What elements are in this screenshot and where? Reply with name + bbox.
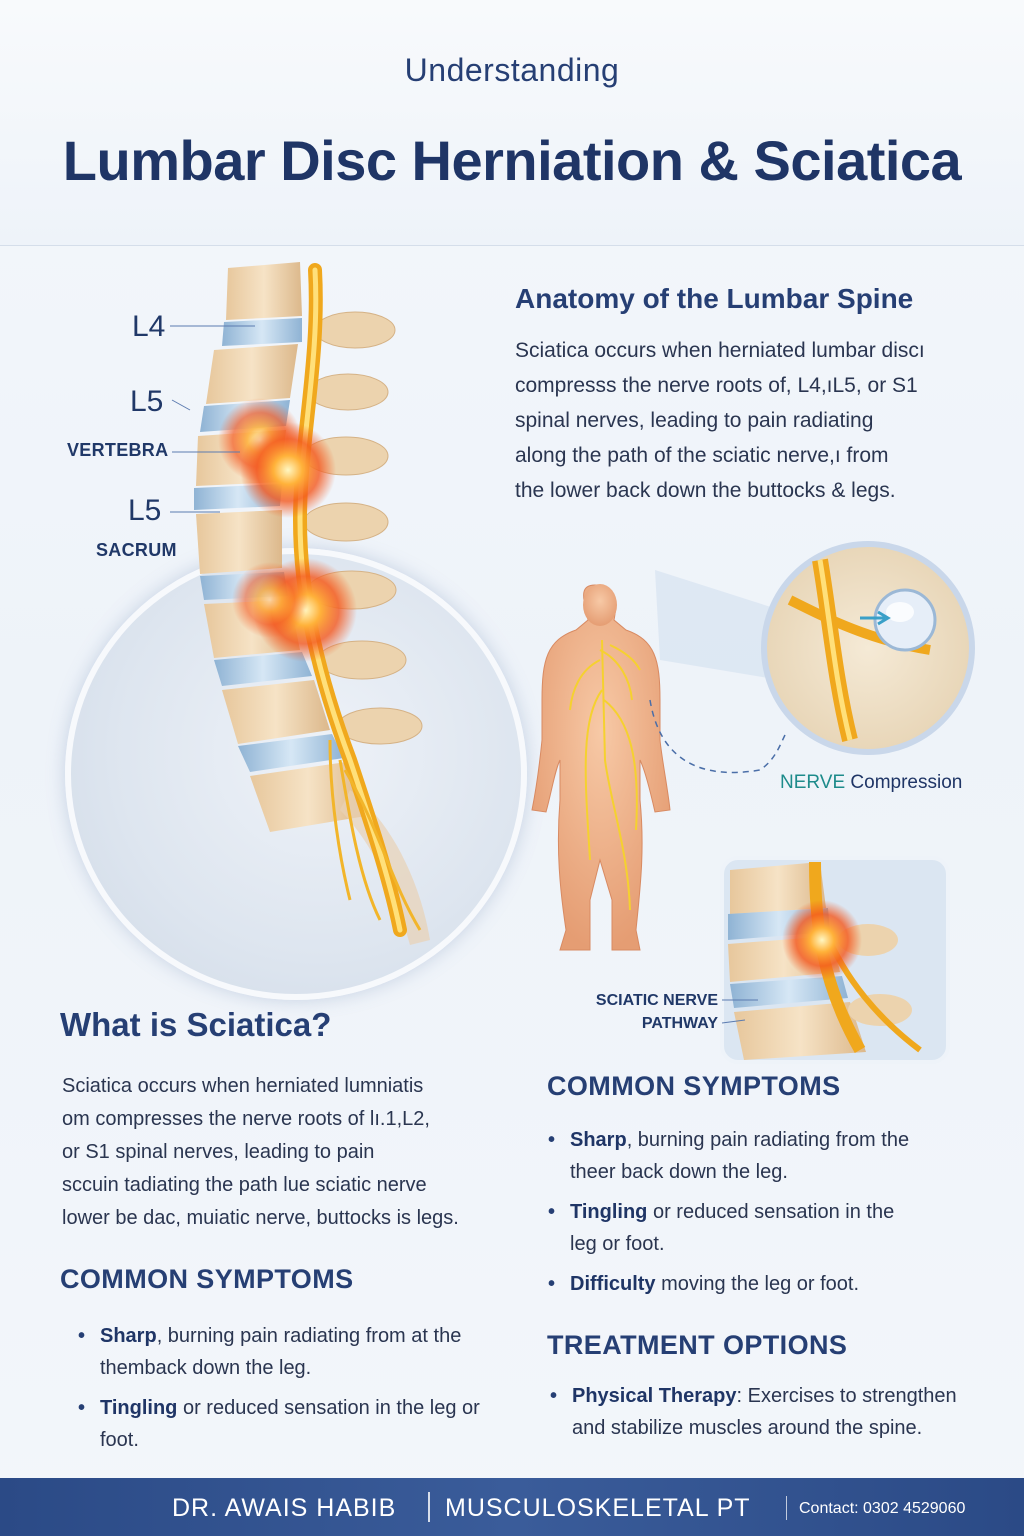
what-is-heading: What is Sciatica? (60, 1006, 332, 1043)
zoom-cone (655, 570, 780, 680)
label-l5-bottom: L5 (128, 494, 162, 527)
footer-divider (428, 1492, 430, 1522)
treatment-heading: TREATMENT OPTIONS (547, 1330, 848, 1360)
symptoms-left-list: Sharp, burning pain radiating from at th… (78, 1320, 508, 1464)
symptoms-left-heading: COMMON SYMPTOMS (60, 1264, 354, 1294)
footer-role: MUSCULOSKELETAL PT (445, 1494, 751, 1522)
symptoms-right-list: Sharp, burning pain radiating from theth… (548, 1124, 968, 1308)
anatomy-heading: Anatomy of the Lumbar Spine (515, 283, 914, 314)
anatomy-line: spinal nerves, leading to pain radiating (515, 409, 874, 432)
list-item: Tingling or reduced sensation in theleg … (548, 1196, 968, 1260)
what-is-paragraph: Sciatica occurs when herniated lumniatis… (62, 1070, 459, 1235)
what-is-line: lower be dac, muiatic nerve, buttocks is… (62, 1207, 459, 1229)
label-vertebra: VERTEBRA (67, 440, 169, 460)
anatomy-paragraph: Sciatica occurs when herniated lumbar di… (515, 333, 925, 508)
title-kicker: Understanding (404, 52, 620, 88)
footer-bar: DR. AWAIS HABIB MUSCULOSKELETAL PT Conta… (0, 1478, 1024, 1536)
lumbar-spine-illustration (194, 262, 430, 945)
list-item: Sharp, burning pain radiating from at th… (78, 1320, 508, 1384)
sciatic-pathway-label-1: SCIATIC NERVE (595, 992, 718, 1009)
list-item: Tingling or reduced sensation in the leg… (78, 1392, 508, 1456)
footer-divider (786, 1496, 787, 1520)
anatomy-line: the lower back down the buttocks & legs. (515, 479, 896, 502)
what-is-line: or S1 spinal nerves, leading to pain (62, 1141, 375, 1163)
zoom-dashed-arrow (649, 699, 786, 774)
human-figure-back-view (531, 584, 671, 951)
nerve-roots (328, 739, 422, 931)
page-title: Lumbar Disc Herniation & Sciatica (62, 129, 962, 192)
spine-leader-lines (170, 325, 255, 513)
nerve-compression-label: NERVE Compression (780, 772, 963, 793)
label-l5-top: L5 (130, 385, 164, 418)
what-is-line: sccuin tadiating the path lue sciatic ne… (62, 1174, 427, 1196)
anatomy-line: along the path of the sciatic nerve,ı fr… (515, 444, 889, 467)
sciatic-pathway-inset (720, 856, 950, 1064)
label-l4: L4 (132, 310, 166, 343)
what-is-line: Sciatica occurs when herniated lumniatis (62, 1075, 424, 1097)
header-banner: Understanding Lumbar Disc Herniation & S… (0, 0, 1024, 246)
list-item: Difficulty moving the leg or foot. (548, 1268, 968, 1300)
anatomy-line: compresss the nerve roots of, L4,ıL5, or… (515, 374, 918, 397)
list-item: Physical Therapy: Exercises to strengthe… (550, 1380, 970, 1444)
footer-contact: Contact: 0302 4529060 (799, 1500, 966, 1517)
what-is-line: om compresses the nerve roots of lı.1,L2… (62, 1108, 430, 1130)
pathway-leader-2 (721, 1019, 746, 1024)
sciatic-pathway-label-2: PATHWAY (641, 1015, 718, 1032)
list-item: Sharp, burning pain radiating from theth… (548, 1124, 968, 1188)
nerve-compression-zoom (761, 541, 975, 755)
anatomy-line: Sciatica occurs when herniated lumbar di… (515, 339, 925, 362)
symptoms-right-heading: COMMON SYMPTOMS (547, 1071, 841, 1101)
treatment-list: Physical Therapy: Exercises to strengthe… (550, 1380, 970, 1452)
label-sacrum: SACRUM (96, 540, 177, 560)
footer-name: DR. AWAIS HABIB (172, 1494, 397, 1522)
